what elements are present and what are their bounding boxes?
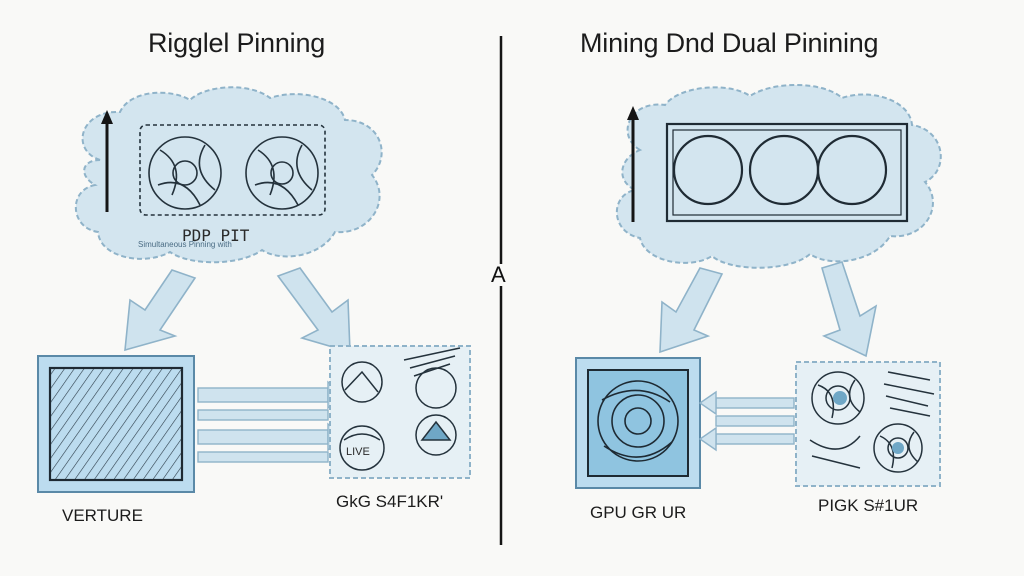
left-icons-box: [329, 345, 471, 479]
left-icons-box-label: GkG S4F1KR': [336, 492, 444, 511]
left-cloud-sublabel: Simultaneous Pinning with: [138, 240, 232, 249]
right-arrow-to-box-right: [821, 261, 878, 358]
left-panel-title: Rigglel Pinning: [148, 28, 326, 58]
left-box-label: VERTURE: [62, 506, 143, 525]
right-up-arrow: [627, 106, 639, 222]
left-cloud-label: PDP PIT: [182, 226, 250, 245]
left-arrow-to-box-right: [276, 267, 351, 354]
left-hatched-box: [37, 355, 195, 493]
gpu-fans-sketch-left: [139, 124, 326, 216]
right-fans-box: [795, 361, 941, 487]
right-swirl-box: [575, 357, 701, 489]
left-cloud: [74, 86, 383, 264]
right-cloud: [615, 83, 942, 269]
left-up-arrow: [101, 110, 113, 212]
right-arrow-to-box-left: [659, 267, 724, 354]
right-box-label: GPU GR UR: [590, 503, 687, 522]
left-horizontal-arrows: [197, 380, 346, 463]
right-horizontal-arrows: [698, 390, 795, 452]
left-arrow-to-box-left: [124, 269, 197, 352]
divider-mark: A: [490, 262, 507, 287]
right-fans-box-label: PIGK S#1UR: [818, 496, 919, 515]
right-panel-title: Mining Dnd Dual Pinining: [580, 28, 879, 58]
left-icons-box-inner-label: LIVE: [346, 446, 370, 458]
gpu-card-right: [665, 122, 909, 223]
